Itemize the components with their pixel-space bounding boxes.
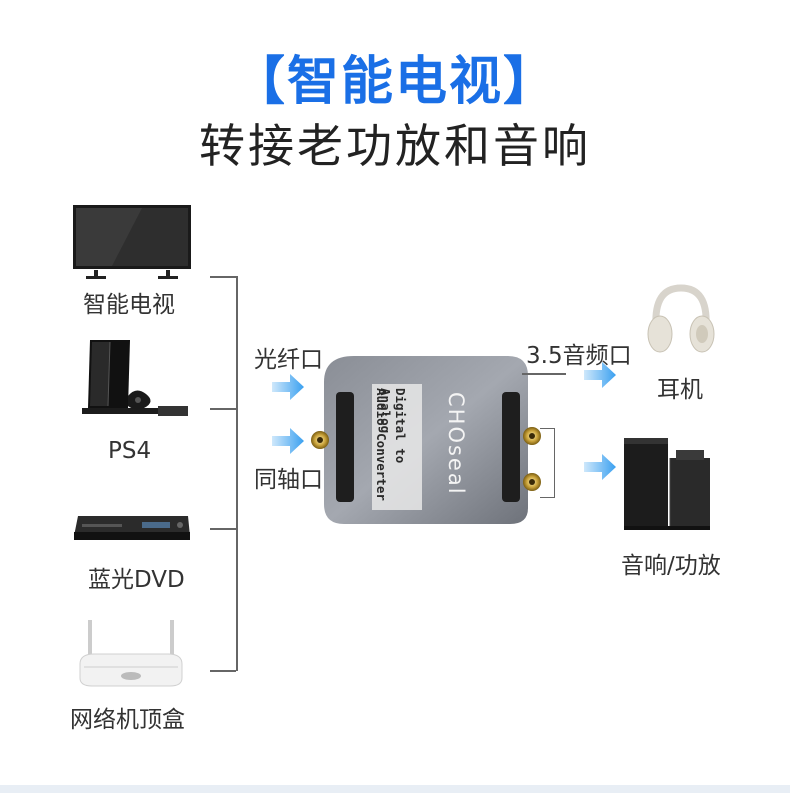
- ps4-console-icon: [82, 340, 188, 416]
- source-label-bluray: 蓝光DVD: [88, 567, 185, 593]
- headphone-line: [522, 373, 566, 375]
- source-label-ps4: PS4: [108, 438, 152, 464]
- source-bracket: [236, 276, 238, 671]
- converter-label-line2: Audio Converter: [374, 388, 389, 501]
- coaxial-input-label: 同轴口: [254, 467, 323, 493]
- arrow-right-icon: [272, 428, 304, 454]
- headphones-icon: [647, 284, 715, 353]
- optical-input-label: 光纤口: [254, 347, 323, 373]
- page-subtitle: 转接老功放和音响: [199, 119, 591, 173]
- source-label-tv: 智能电视: [83, 292, 175, 318]
- connector-line-tv: [210, 276, 236, 278]
- connector-line-settopbox: [210, 670, 236, 672]
- set-top-box-icon: [79, 620, 183, 687]
- converter-device: [311, 356, 541, 524]
- headphones-label: 耳机: [657, 377, 703, 403]
- speaker-bracket: [540, 428, 555, 498]
- arrow-right-icon: [584, 454, 616, 480]
- converter-brand: CHOseal: [444, 392, 468, 496]
- bottom-divider: [0, 785, 790, 793]
- converter-label-line1: Digital to Analog: [378, 388, 408, 464]
- page-title: 【智能电视】: [232, 52, 557, 112]
- speaker-icon: [624, 438, 710, 530]
- bluray-dvd-player-icon: [74, 516, 190, 540]
- arrow-right-icon: [584, 362, 616, 388]
- connector-line-bluray: [210, 528, 236, 530]
- tv-icon: [73, 205, 191, 279]
- speakers-label: 音响/功放: [621, 553, 721, 579]
- jack-output-label: 3.5音频口: [526, 343, 632, 369]
- arrow-right-icon: [272, 374, 304, 400]
- source-label-settopbox: 网络机顶盒: [70, 707, 185, 733]
- connector-line-ps4: [210, 408, 236, 410]
